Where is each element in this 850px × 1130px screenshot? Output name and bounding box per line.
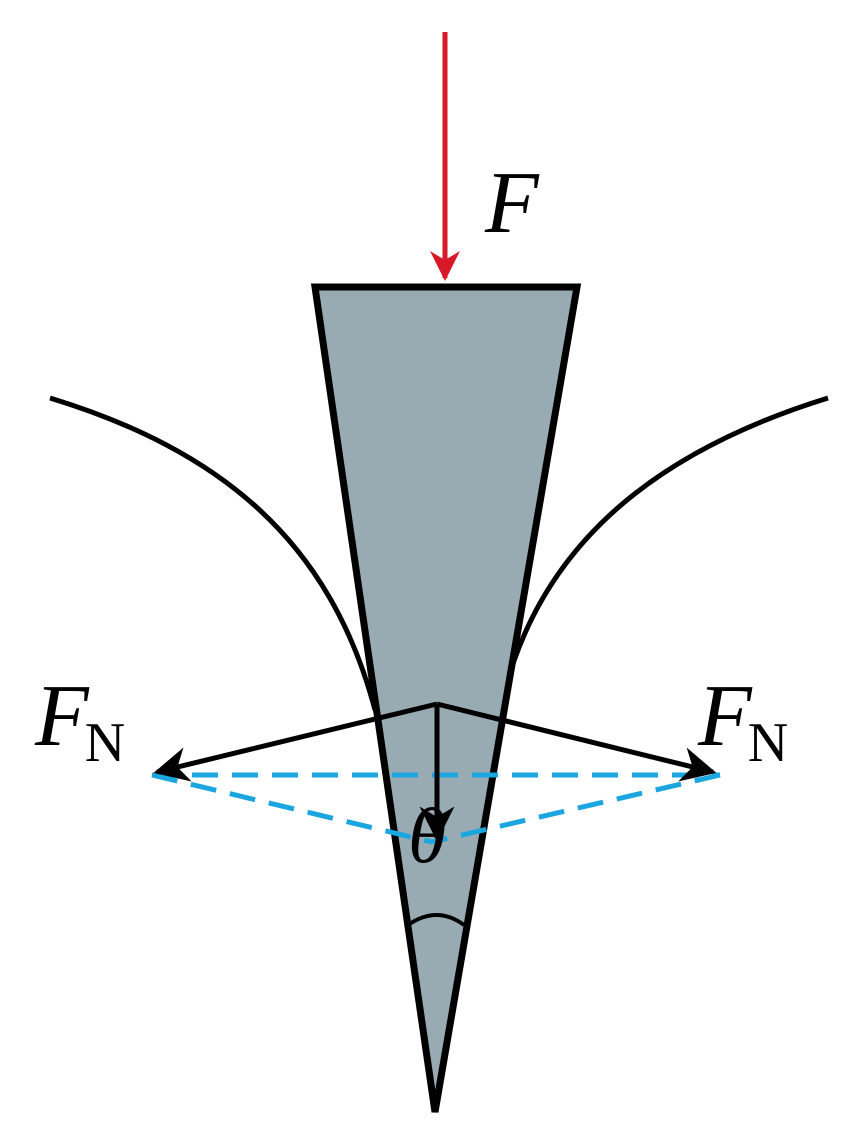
left-split-curve xyxy=(49,395,378,711)
wedge-angle-arc xyxy=(406,913,466,927)
wedge-angle-label: θ xyxy=(408,792,446,879)
normal-force-left-arrow xyxy=(153,701,438,782)
normal-force-left-label: FN xyxy=(34,668,125,774)
right-split-curve xyxy=(502,395,829,691)
normal-force-right-label: FN xyxy=(697,668,788,774)
applied-force-label: F xyxy=(484,155,540,252)
normal-force-right-arrow xyxy=(436,701,717,782)
wedge xyxy=(310,283,582,1113)
